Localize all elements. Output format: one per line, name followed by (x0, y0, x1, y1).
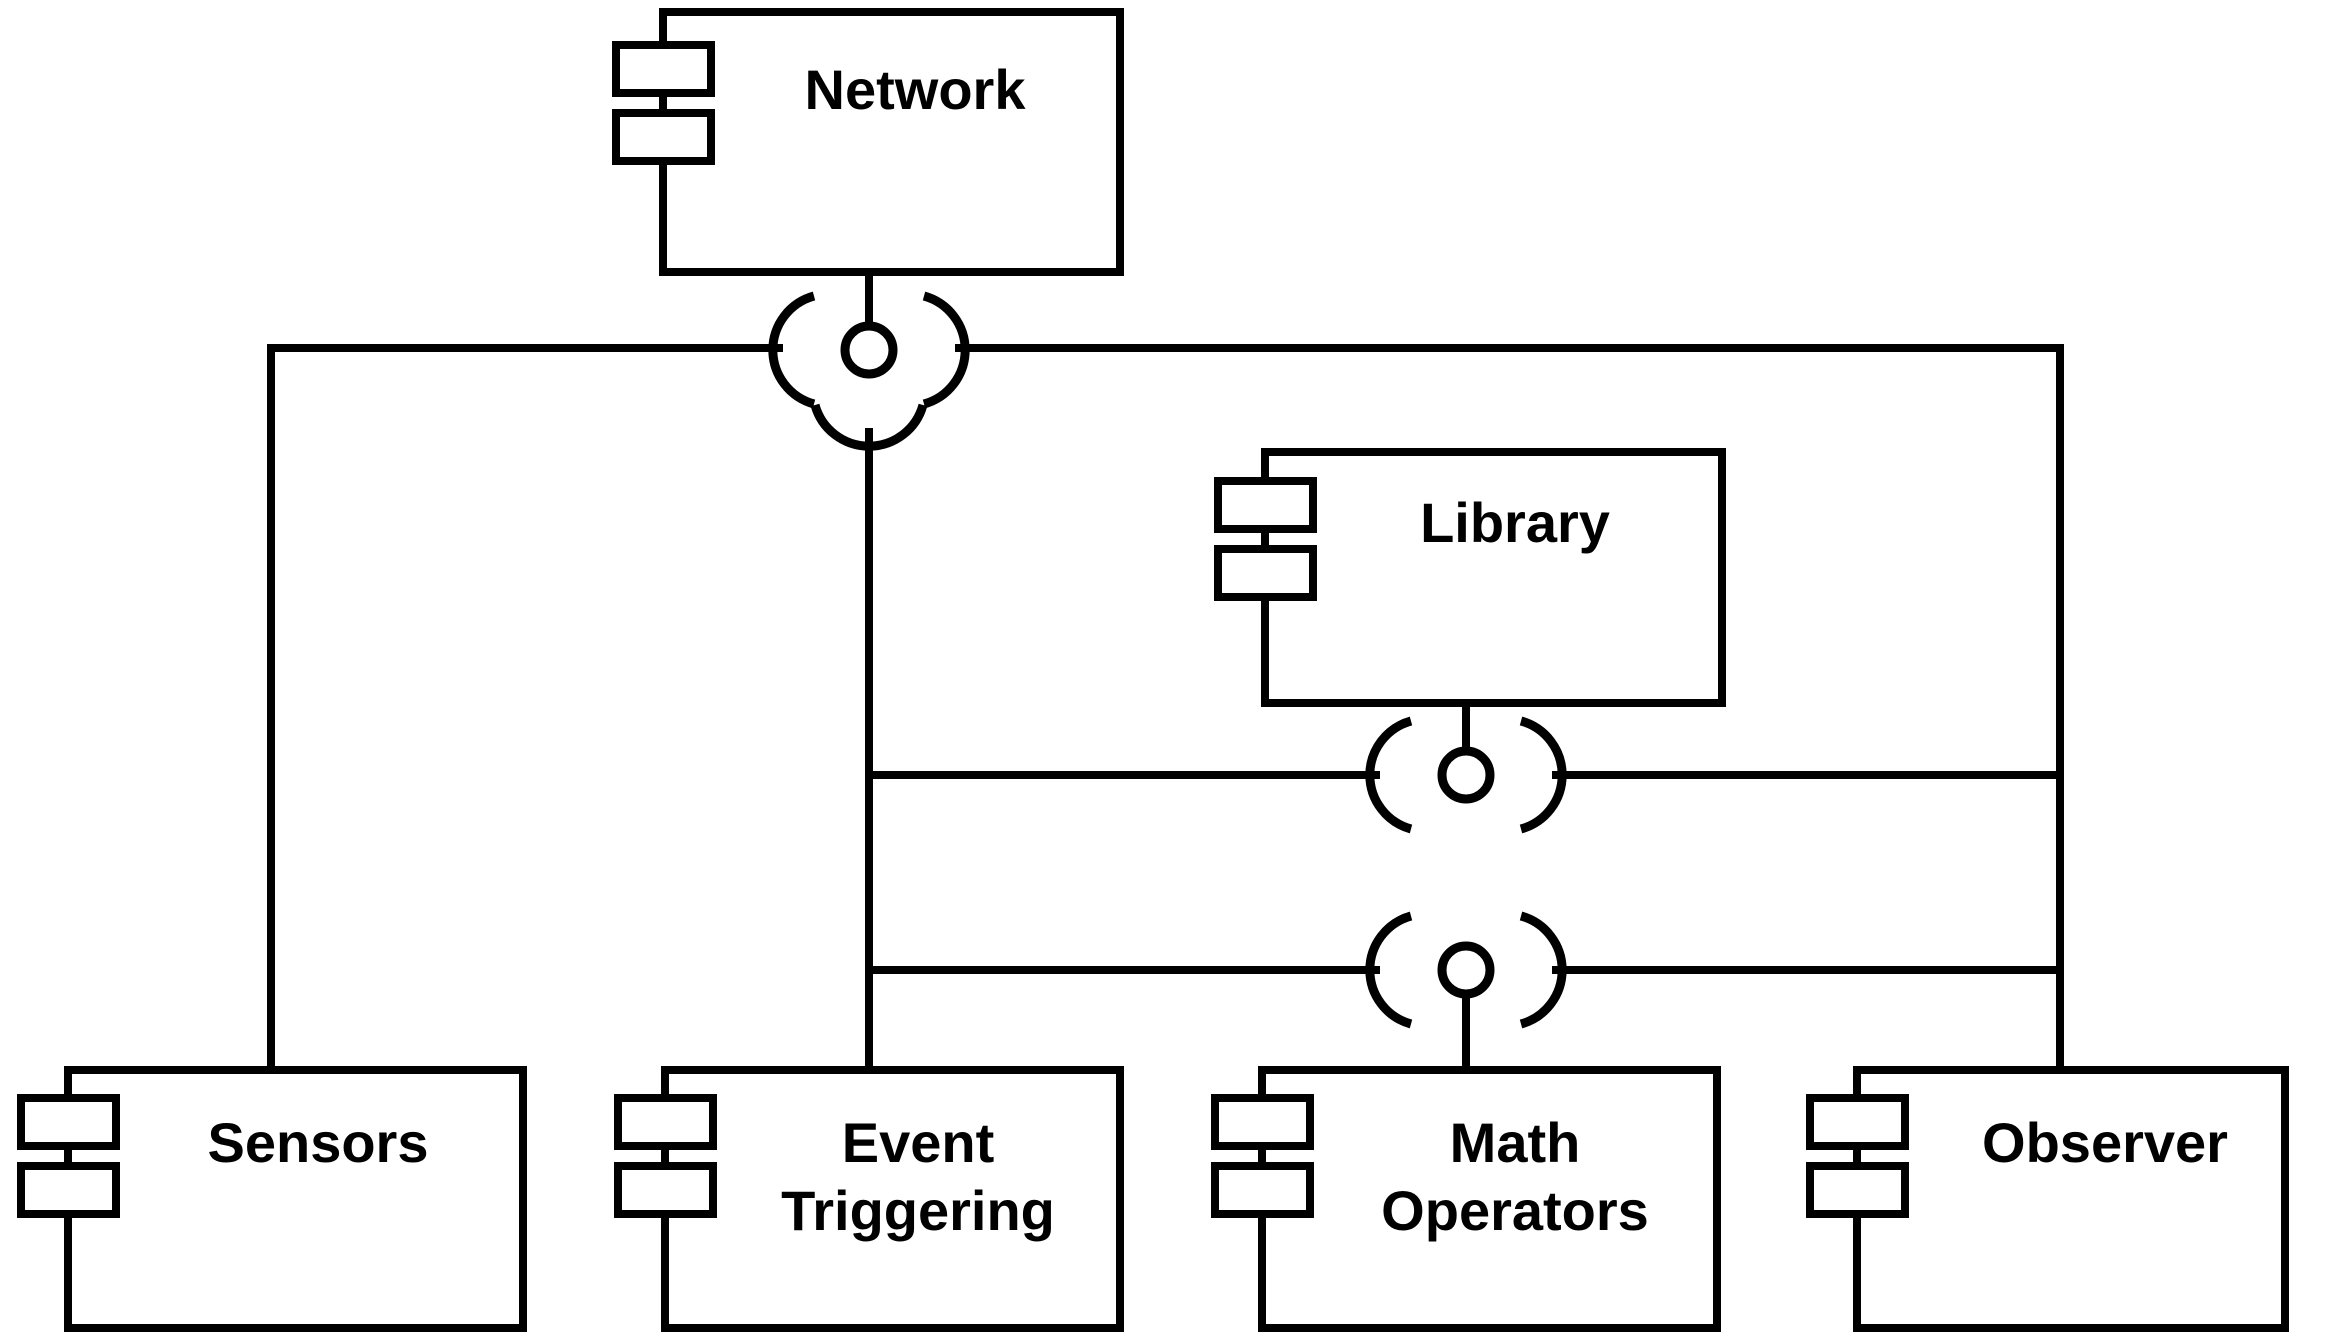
component-icon-bar-lower (17, 1162, 120, 1218)
component-event-triggering-label-line1: Event (842, 1111, 995, 1174)
component-sensors-box[interactable] (64, 1066, 527, 1332)
component-icon-bar-lower (1214, 545, 1317, 601)
interface-ball-network[interactable] (840, 321, 898, 379)
connection-lines (267, 272, 2064, 1070)
component-math-operators-label-line1: Math (1450, 1111, 1581, 1174)
component-observer[interactable]: Observer (1806, 1066, 2289, 1332)
component-icon-bar-upper (1806, 1094, 1909, 1150)
ball-and-socket-network[interactable] (768, 291, 970, 451)
interface-ball-math[interactable] (1437, 941, 1495, 999)
component-icon-bar-upper (1211, 1094, 1314, 1150)
component-event-triggering-label-line2: Triggering (781, 1179, 1055, 1242)
component-icon (1211, 1094, 1314, 1218)
socket-arc-left (768, 291, 816, 409)
component-observer-box[interactable] (1853, 1066, 2289, 1332)
component-icon-bar-upper (614, 1094, 717, 1150)
component-network-label: Network (805, 58, 1027, 121)
component-icon-bar-lower (1806, 1162, 1909, 1218)
socket-arc-left (1365, 911, 1413, 1029)
component-icon-bar-lower (1211, 1162, 1314, 1218)
ball-and-socket-library[interactable] (1365, 716, 1567, 834)
component-icon-bar-upper (612, 41, 715, 97)
component-math-operators-box[interactable] (1258, 1066, 1721, 1332)
component-sensors-label: Sensors (208, 1111, 429, 1174)
component-event-triggering[interactable]: Event Triggering (614, 1066, 1124, 1332)
component-icon (1214, 477, 1317, 601)
component-icon (612, 41, 715, 165)
component-icon-bar-lower (614, 1162, 717, 1218)
socket-arc-right (1519, 911, 1567, 1029)
component-icon-bar-upper (1214, 477, 1317, 533)
component-library-label: Library (1420, 491, 1610, 554)
component-network[interactable]: Network (612, 8, 1124, 276)
component-math-operators-label-line2: Operators (1381, 1179, 1649, 1242)
component-icon (17, 1094, 120, 1218)
socket-arc-bottom (810, 403, 928, 451)
socket-arc-right (1519, 716, 1567, 834)
component-library-box[interactable] (1261, 448, 1726, 707)
component-math-operators[interactable]: Math Operators (1211, 1066, 1721, 1332)
component-library[interactable]: Library (1214, 448, 1726, 707)
component-icon (1806, 1094, 1909, 1218)
component-icon-bar-upper (17, 1094, 120, 1150)
socket-arc-right (922, 291, 970, 409)
socket-arc-left (1365, 716, 1413, 834)
interface-ball-library[interactable] (1437, 746, 1495, 804)
component-network-box[interactable] (659, 8, 1124, 276)
component-icon-bar-lower (612, 109, 715, 165)
component-observer-label: Observer (1982, 1111, 2228, 1174)
component-icon (614, 1094, 717, 1218)
component-sensors[interactable]: Sensors (17, 1066, 527, 1332)
ball-and-socket-math[interactable] (1365, 911, 1567, 1029)
